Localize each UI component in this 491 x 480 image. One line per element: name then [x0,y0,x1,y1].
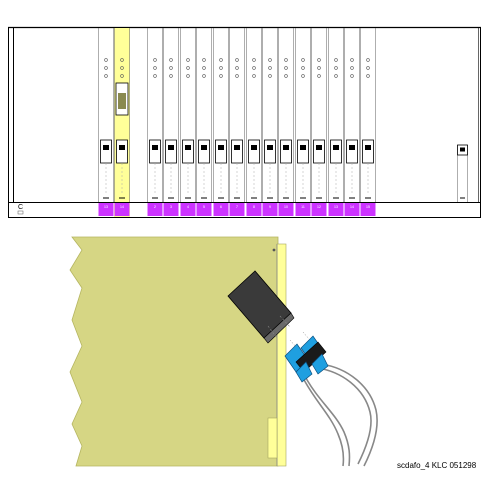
slot-tab-label: 7 [236,205,238,209]
connector-tail-left [295,361,313,383]
slot-card [246,28,262,202]
slot-tab-label: 4 [187,205,189,209]
connector-tail-right [311,353,329,375]
slot-tab-label: 2 [154,205,156,209]
shelf-left-label: C [18,204,23,211]
slot-tab: 8 [246,203,262,216]
slot-tab: 12 [311,203,327,216]
optical-module [227,270,295,344]
shelf-left-mark [17,210,24,215]
right-end-card [457,144,468,202]
slot-tab-label: 3 [170,205,172,209]
slot-tab: 4 [180,203,196,216]
slot-tab: 10 [278,203,294,216]
board-detail [69,236,378,467]
faceplate-latch [267,417,278,459]
slot-card [114,28,130,202]
slot-tab: 13 [98,203,114,216]
slot-tab: 9 [262,203,278,216]
slot-card [163,28,179,202]
slot-tabs: 13 14 2 3 4 5 6 7 8 9 10 11 12 13 14 15 [98,203,376,216]
slot-card [262,28,278,202]
slot-tab: 11 [295,203,311,216]
slot-card [213,28,229,202]
slot-card [278,28,294,202]
slot-card [295,28,311,202]
slot-tab: 14 [114,203,130,216]
slot-tab: 14 [344,203,360,216]
slot-tab-label: 6 [220,205,222,209]
circuit-board [69,236,279,467]
slot-tab: 13 [328,203,344,216]
slot-tab: 2 [147,203,163,216]
slot-card [147,28,163,202]
slot-tab-label: 11 [301,205,305,209]
slot-tab-label: 14 [350,205,354,209]
slot-tab-label: 10 [284,205,288,209]
slot-tab: 3 [163,203,179,216]
shelf: 13 14 2 3 4 5 6 7 8 9 10 11 12 13 14 15 C [8,26,481,218]
slot-card [328,28,344,202]
slot-tab: 7 [229,203,245,216]
figure-caption: scdafo_4 KLC 051298 [397,461,477,470]
faceplate-screw [272,248,276,252]
slot-card [229,28,245,202]
slot-tab: 15 [360,203,376,216]
slot-card [196,28,212,202]
slot-card [98,28,114,202]
slot-tab-label: 13 [334,205,338,209]
slot-cards [98,28,376,202]
slot-tab-label: 8 [253,205,255,209]
slot-card [180,28,196,202]
faceplate [276,243,287,467]
slot-tab-label: 13 [104,205,108,209]
slot-tab: 5 [196,203,212,216]
fiber-connectors [284,331,329,383]
slot-tab-label: 5 [203,205,205,209]
slot-tab-label: 14 [120,205,124,209]
slot-tab-label: 9 [269,205,271,209]
slot-tab: 6 [213,203,229,216]
slot-tab-label: 12 [317,205,321,209]
slot-card [311,28,327,202]
fiber-cables [301,363,378,467]
highlight-slot [114,28,130,217]
slot-tab-label: 15 [366,205,370,209]
slot-card [360,28,376,202]
slot-card [344,28,360,202]
